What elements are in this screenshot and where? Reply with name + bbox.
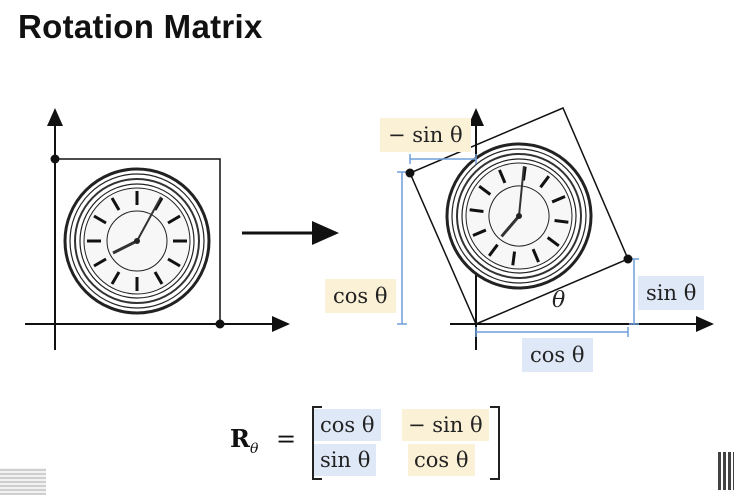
- left-top-corner-point: [50, 154, 60, 164]
- slide-title: Rotation Matrix: [18, 8, 263, 45]
- left-clock-icon: [63, 167, 211, 315]
- matrix-left-bracket: [312, 406, 322, 480]
- rotation-matrix-formula: Rθ = cos θ − sin θ sin θ cos θ: [230, 404, 510, 480]
- corner-fan-graphic: [0, 468, 46, 495]
- rotated-clock-frame: [409, 107, 629, 325]
- matrix-cell-m22: cos θ: [408, 444, 475, 476]
- cos-vertical-label: cos θ: [325, 279, 396, 313]
- matrix-cell-m11: cos θ: [314, 409, 381, 441]
- rotated-right-corner-point: [623, 254, 633, 264]
- rotated-top-corner-point: [405, 168, 415, 178]
- left-clock-frame: [54, 158, 221, 325]
- neg-sin-label: − sin θ: [380, 118, 471, 152]
- matrix-symbol: R: [230, 424, 250, 453]
- left-bottom-corner-point: [215, 319, 225, 329]
- theta-angle-label: θ: [552, 288, 566, 313]
- qr-code-icon: [718, 452, 734, 490]
- matrix-right-bracket: [490, 406, 500, 480]
- equals-sign: =: [276, 425, 297, 453]
- matrix-cell-m12: − sin θ: [402, 409, 489, 441]
- formula-lhs: Rθ =: [230, 424, 296, 457]
- sin-label: sin θ: [638, 276, 705, 310]
- rotated-frame-diagram: [397, 107, 714, 350]
- original-frame-diagram: [25, 108, 290, 350]
- matrix-subscript: θ: [249, 440, 259, 457]
- cos-horizontal-label: cos θ: [522, 338, 593, 372]
- matrix-cell-m21: sin θ: [314, 444, 377, 476]
